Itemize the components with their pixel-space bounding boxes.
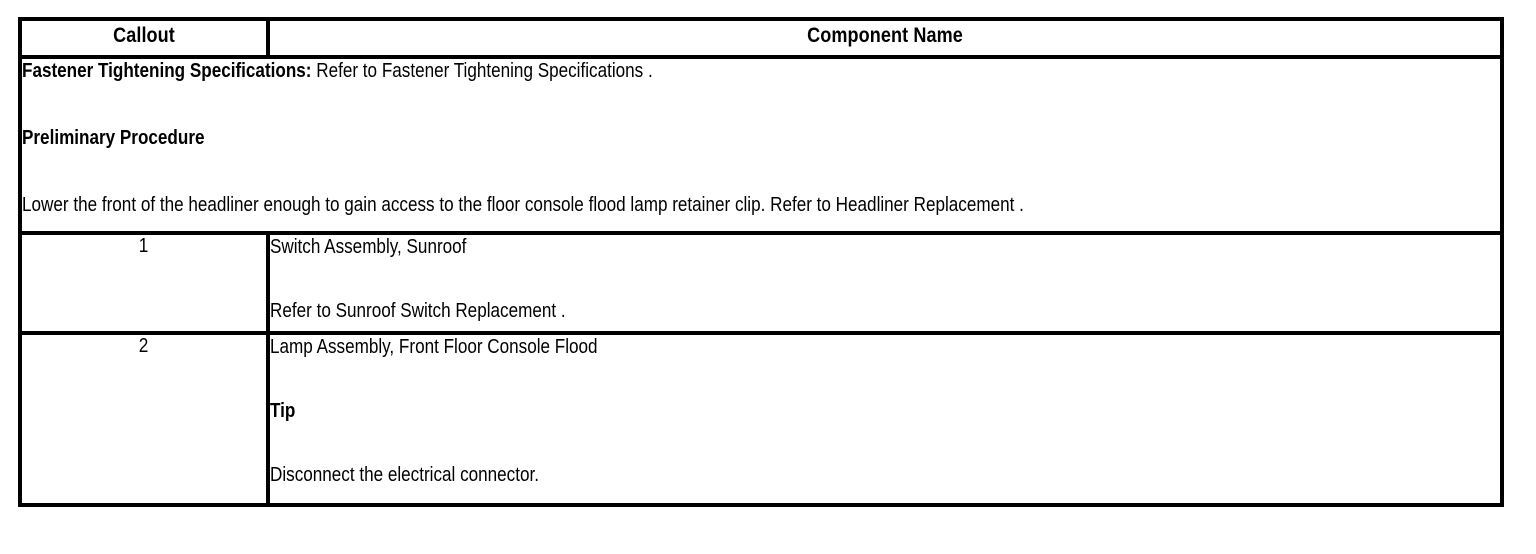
paragraph-spacer — [22, 83, 1500, 126]
component-cell-1: Switch Assembly, Sunroof Refer to Sunroo… — [266, 231, 1504, 335]
preliminary-procedure-text: Lower the front of the headliner enough … — [22, 194, 1024, 216]
paragraph-spacer — [22, 150, 1500, 193]
callout-cell-2: 2 — [18, 331, 270, 507]
component-title: Switch Assembly, Sunroof — [270, 236, 467, 258]
component-note-heading: Tip — [270, 400, 296, 422]
paragraph-spacer — [270, 423, 1500, 463]
fastener-spec-text: Refer to Fastener Tightening Specificati… — [311, 60, 653, 82]
preliminary-procedure-cell: Fastener Tightening Specifications: Refe… — [18, 55, 1504, 235]
callout-number: 2 — [139, 335, 149, 357]
header-cell-callout: Callout — [18, 17, 270, 59]
header-cell-component: Component Name — [266, 17, 1504, 59]
header-label-component: Component Name — [807, 24, 963, 47]
callout-cell-1: 1 — [18, 231, 270, 335]
preliminary-procedure-row: Fastener Tightening Specifications: Refe… — [18, 55, 1504, 235]
fastener-spec-line: Fastener Tightening Specifications: Refe… — [22, 59, 1501, 83]
table-row: 2 Lamp Assembly, Front Floor Console Flo… — [18, 331, 1504, 507]
callout-number: 1 — [139, 235, 149, 257]
header-label-callout: Callout — [113, 24, 175, 47]
paragraph-spacer — [270, 259, 1500, 299]
component-note-text: Disconnect the electrical connector. — [270, 464, 539, 486]
fastener-spec-label: Fastener Tightening Specifications: — [22, 60, 312, 82]
table-header-row: Callout Component Name — [18, 17, 1504, 59]
paragraph-spacer — [270, 359, 1500, 399]
component-title: Lamp Assembly, Front Floor Console Flood — [270, 336, 598, 358]
component-note-text: Refer to Sunroof Switch Replacement . — [270, 300, 566, 322]
preliminary-procedure-heading: Preliminary Procedure — [22, 127, 205, 149]
component-cell-2: Lamp Assembly, Front Floor Console Flood… — [266, 331, 1504, 507]
component-spec-table: Callout Component Name Fastener Tighteni… — [18, 17, 1504, 507]
table-row: 1 Switch Assembly, Sunroof Refer to Sunr… — [18, 231, 1504, 335]
